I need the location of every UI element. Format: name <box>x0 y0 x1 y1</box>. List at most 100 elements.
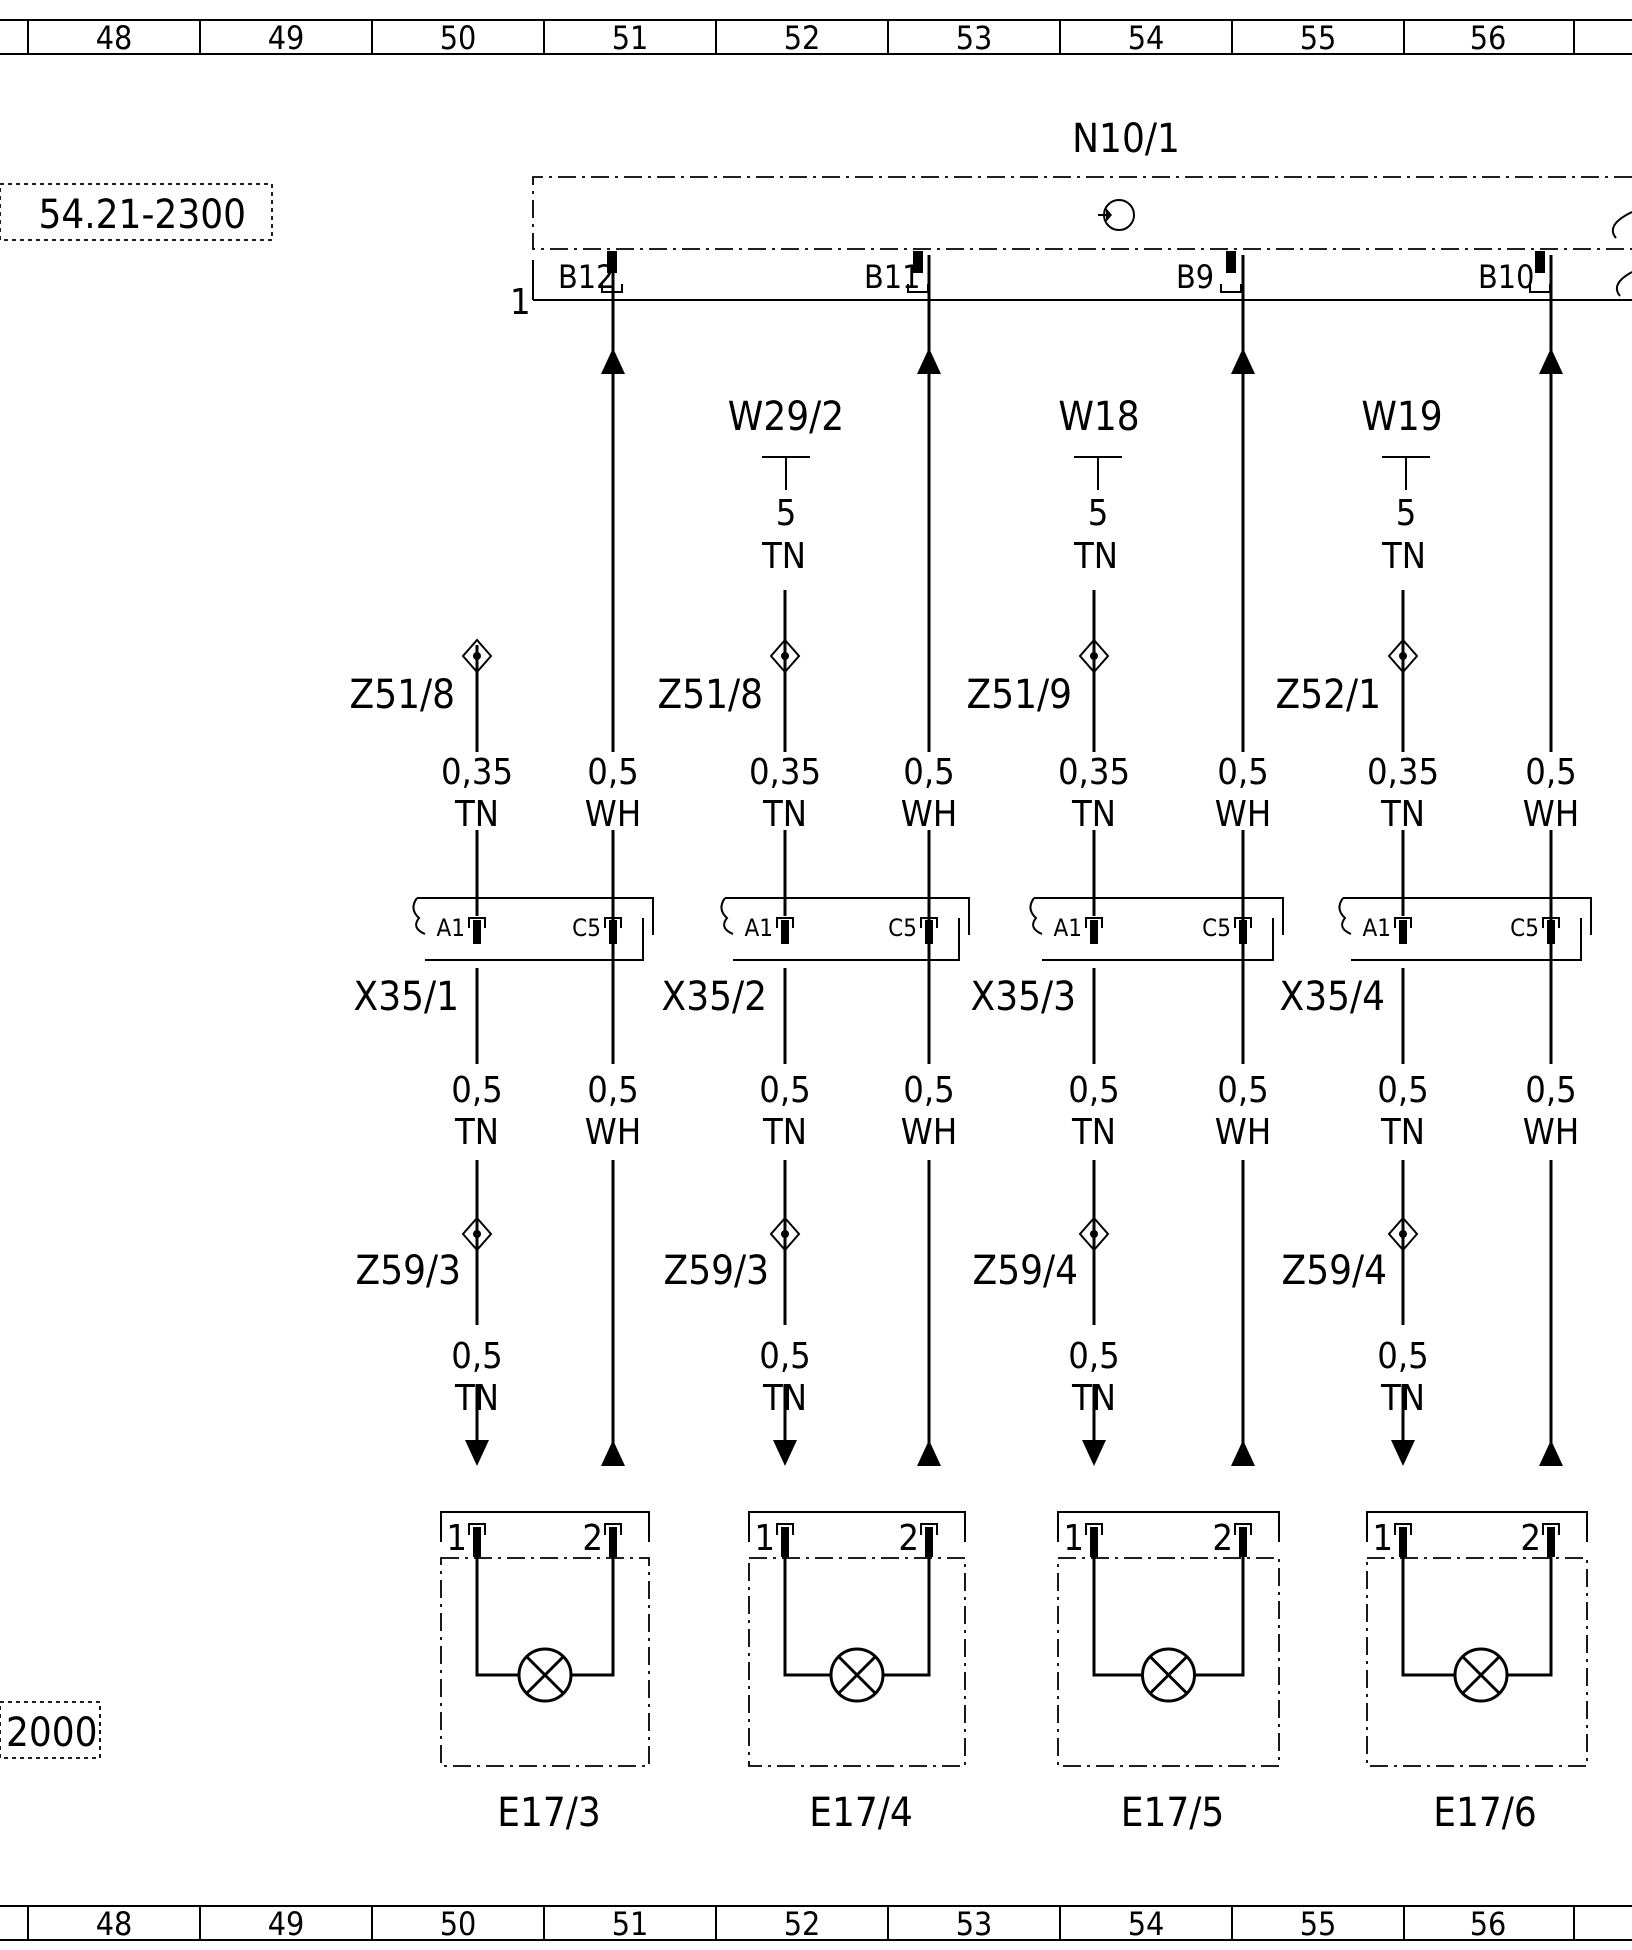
arrow-up-icon <box>601 348 625 374</box>
arrow-down-icon <box>465 1440 489 1466</box>
grid-label: 50 <box>440 19 477 57</box>
wire-size: 0,5 <box>903 752 955 793</box>
control-unit-label: N10/1 <box>1072 116 1180 162</box>
wire-color: WH <box>1215 1112 1271 1153</box>
arrow-up-icon <box>1231 348 1255 374</box>
connector-pin-label: C5 <box>572 914 601 942</box>
grid-ruler-top: 48 49 50 51 52 53 54 55 56 <box>0 19 1632 57</box>
grid-label: 55 <box>1300 1905 1337 1943</box>
wire-color: TN <box>1071 794 1116 835</box>
wire-color: WH <box>1215 794 1271 835</box>
wire-color: TN <box>762 1112 807 1153</box>
grid-label: 51 <box>612 1905 649 1943</box>
lamp-pin-label: 2 <box>898 1518 919 1559</box>
splice-dot-icon <box>781 1230 789 1238</box>
shield-w18: W18 5 TN <box>1058 394 1139 577</box>
lamp-housing <box>440 1557 650 1767</box>
wire-size: 0,5 <box>1525 752 1577 793</box>
lamp-pin-label: 1 <box>754 1518 775 1559</box>
arrow-down-icon <box>1082 1440 1106 1466</box>
splice-label: Z59/3 <box>664 1248 769 1294</box>
wire-size: 0,5 <box>1068 1336 1120 1377</box>
control-unit-side-number: 1 <box>510 282 531 323</box>
connector-label: X35/4 <box>1280 974 1385 1020</box>
grid-label: 56 <box>1470 1905 1507 1943</box>
splice-icon <box>1387 638 1419 674</box>
splice-dot-icon <box>1090 1230 1098 1238</box>
grid-label: 50 <box>440 1905 477 1943</box>
grid-label: 53 <box>956 1905 993 1943</box>
lamp-bulb-icon <box>1453 1647 1509 1703</box>
splice-icon <box>769 1216 801 1252</box>
splice-label: Z51/8 <box>350 672 455 718</box>
connector-pin-label: A1 <box>745 914 774 942</box>
pin-label: B10 <box>1478 258 1534 296</box>
wire-size: 0,5 <box>759 1070 811 1111</box>
lamp-housing <box>1366 1557 1588 1767</box>
wire-color: TN <box>1380 1112 1425 1153</box>
wire-size: 0,35 <box>441 752 513 793</box>
shield-w19: W19 5 TN <box>1361 394 1442 577</box>
wire-size: 0,5 <box>587 752 639 793</box>
shield-value: 5 <box>776 493 797 534</box>
splice-icon <box>769 638 801 674</box>
wire-color: TN <box>1380 794 1425 835</box>
splice-label: Z51/8 <box>658 672 763 718</box>
splice-label: Z59/4 <box>1282 1248 1387 1294</box>
reference-box-top[interactable]: 54.21-2300 <box>0 183 273 241</box>
reference-box-bottom[interactable]: 2000 <box>0 1701 101 1759</box>
wire-size: 0,35 <box>1367 752 1439 793</box>
splice-dot-icon <box>1399 1230 1407 1238</box>
connector-label: X35/1 <box>354 974 459 1020</box>
reference-label-bottom: 2000 <box>6 1710 98 1756</box>
connector-pin-label: C5 <box>1510 914 1539 942</box>
arrow-up-icon <box>917 1440 941 1466</box>
pin-label: B9 <box>1176 258 1214 296</box>
grid-label: 48 <box>96 1905 133 1943</box>
splice-dot-icon <box>473 1230 481 1238</box>
arrow-down-icon <box>773 1440 797 1466</box>
arrow-up-icon <box>1539 348 1563 374</box>
lamp-bulb-icon <box>1141 1647 1196 1703</box>
wire-color: TN <box>1380 1378 1425 1419</box>
grid-label: 53 <box>956 19 993 57</box>
shield-w29-2: W29/2 5 TN <box>728 394 844 577</box>
pin-label: B12 <box>558 258 614 296</box>
reference-label-top: 54.21-2300 <box>38 192 246 238</box>
connector-pin-label: A1 <box>1363 914 1392 942</box>
wire-color: TN <box>454 1112 499 1153</box>
wire-size: 0,35 <box>1058 752 1130 793</box>
shield-color: TN <box>1073 536 1118 577</box>
wire-color: TN <box>762 794 807 835</box>
control-unit-n10-1: N10/1 1 B12 B11 B9 B10 <box>510 116 1632 323</box>
wire-size: 0,35 <box>749 752 821 793</box>
pin-b10: B10 <box>1478 251 1551 296</box>
wire-color: WH <box>1523 1112 1579 1153</box>
splice-label: Z51/9 <box>967 672 1072 718</box>
splice-label: Z59/4 <box>973 1248 1078 1294</box>
splice-dot-icon <box>473 652 481 660</box>
lamp-housing <box>1057 1557 1280 1767</box>
arrow-up-icon <box>1231 1440 1255 1466</box>
splice-label: Z52/1 <box>1276 672 1381 718</box>
lamp-pin-label: 1 <box>1063 1518 1084 1559</box>
wire-color: WH <box>585 1112 641 1153</box>
lamp-pin-label: 2 <box>1520 1518 1541 1559</box>
lamp-label: E17/5 <box>1121 1790 1225 1836</box>
grid-label: 49 <box>268 19 305 57</box>
connector-label: X35/3 <box>971 974 1076 1020</box>
lamp-pin-label: 2 <box>582 1518 603 1559</box>
lamp-housing <box>748 1557 966 1767</box>
connector-pin-label: C5 <box>1202 914 1231 942</box>
pin-label: B11 <box>864 258 920 296</box>
grid-label: 55 <box>1300 19 1337 57</box>
splice-icon <box>461 1216 493 1252</box>
shield-color: TN <box>761 536 806 577</box>
wire-size: 0,5 <box>1068 1070 1120 1111</box>
grid-label: 52 <box>784 19 821 57</box>
grid-label: 54 <box>1128 19 1165 57</box>
